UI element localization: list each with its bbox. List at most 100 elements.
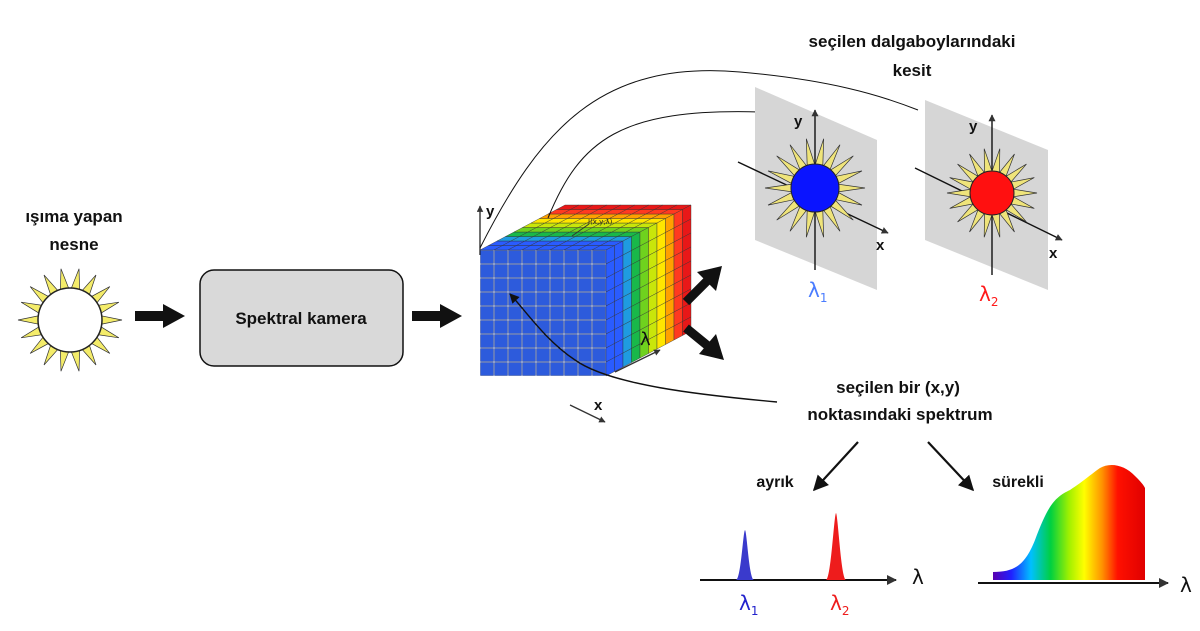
cube-front-cell bbox=[592, 320, 606, 334]
cube-front-cell bbox=[550, 334, 564, 348]
cube-front-cell bbox=[550, 362, 564, 376]
cube-front-cell bbox=[536, 362, 550, 376]
slice2-x-label: x bbox=[1049, 245, 1058, 262]
cube-front-cell bbox=[564, 278, 578, 292]
cube-front-cell bbox=[522, 348, 536, 362]
cube-front-cell bbox=[564, 250, 578, 264]
cube-front-cell bbox=[494, 362, 508, 376]
slices-title-line2: kesit bbox=[893, 61, 932, 80]
slice-panel-lambda2: y x λ2 bbox=[914, 100, 1063, 309]
cube-x-label: x bbox=[594, 397, 603, 414]
cube-front-cell bbox=[508, 334, 522, 348]
discrete-label: ayrık bbox=[756, 474, 793, 491]
slice2-sphere bbox=[969, 170, 1015, 216]
continuous-spectrum-plot: λ bbox=[978, 464, 1192, 597]
cube-front-cell bbox=[578, 250, 592, 264]
cube-front-cell bbox=[508, 306, 522, 320]
cube-front-cell bbox=[536, 250, 550, 264]
cube-front-cell bbox=[536, 264, 550, 278]
cube-front-cell bbox=[494, 334, 508, 348]
arrow-source-to-camera bbox=[135, 304, 185, 328]
cube-lambda-label: λ bbox=[640, 329, 651, 350]
slices-title-line1: seçilen dalgaboylarındaki bbox=[809, 32, 1016, 51]
cube-front-cell bbox=[564, 334, 578, 348]
arrow-to-continuous bbox=[927, 441, 975, 492]
cube-front-cell bbox=[592, 292, 606, 306]
cube-front-cell bbox=[564, 320, 578, 334]
discrete-l2-label: λ2 bbox=[830, 591, 849, 618]
cube-front-cell bbox=[508, 264, 522, 278]
cube-x-axis bbox=[569, 404, 606, 423]
voxel-label: I(x,y,λ) bbox=[588, 218, 613, 226]
cube-front-cell bbox=[522, 334, 536, 348]
arrow-camera-to-cube bbox=[412, 304, 462, 328]
cube-lambda-axis bbox=[614, 349, 661, 373]
cube-front-cell bbox=[550, 348, 564, 362]
slice1-lambda-label: λ1 bbox=[808, 278, 827, 305]
cube-y-label: y bbox=[486, 203, 495, 220]
source-label-line1: ışıma yapan bbox=[25, 207, 122, 226]
link-curve-to-slice-1 bbox=[547, 111, 761, 219]
cube-front-cell bbox=[578, 264, 592, 278]
cube-front-cell bbox=[494, 320, 508, 334]
cube-front-cell bbox=[494, 278, 508, 292]
cube-front-cell bbox=[592, 306, 606, 320]
cube-front-cell bbox=[522, 292, 536, 306]
cube-front-cell bbox=[550, 306, 564, 320]
cube-front-cell bbox=[508, 250, 522, 264]
cube-front-cell bbox=[522, 320, 536, 334]
ray-spike bbox=[17, 315, 41, 325]
cube-front-cell bbox=[494, 250, 508, 264]
cube-front-cell bbox=[494, 306, 508, 320]
discrete-lambda-label: λ bbox=[912, 565, 924, 589]
cube-front-cell bbox=[536, 320, 550, 334]
cube-front-cell bbox=[480, 348, 494, 362]
cube-front-cell bbox=[480, 292, 494, 306]
cube-front-cell bbox=[578, 334, 592, 348]
cube-front-cell bbox=[494, 292, 508, 306]
cube-front-cell bbox=[522, 250, 536, 264]
slice1-sphere bbox=[790, 163, 840, 213]
arrow-to-spectrum bbox=[683, 324, 724, 360]
slice-panel-lambda1: y x λ1 bbox=[737, 87, 889, 305]
cube-front-cell bbox=[480, 306, 494, 320]
cube-front-cell bbox=[508, 348, 522, 362]
spectrum-title-line1: seçilen bir (x,y) bbox=[836, 378, 960, 397]
discrete-peak-lambda1 bbox=[736, 530, 754, 580]
cube-front-cell bbox=[480, 334, 494, 348]
arrow-to-slices bbox=[682, 266, 722, 306]
slice1-y-label: y bbox=[794, 113, 803, 130]
cube-front-cell bbox=[550, 264, 564, 278]
cube-front-cell bbox=[550, 278, 564, 292]
slice2-rays-icon bbox=[946, 148, 1038, 238]
ray-spike bbox=[99, 315, 123, 325]
cube-front-cell bbox=[536, 292, 550, 306]
cube-front-cell bbox=[536, 334, 550, 348]
cube-front-cell bbox=[550, 320, 564, 334]
spectral-camera-box: Spektral kamera bbox=[199, 269, 404, 367]
source-label-line2: nesne bbox=[49, 235, 98, 254]
cube-front-cell bbox=[522, 362, 536, 376]
cube-front-cell bbox=[564, 264, 578, 278]
cube-front-cell bbox=[564, 348, 578, 362]
cube-front-cell bbox=[536, 278, 550, 292]
point-selection-curve-arrow bbox=[509, 293, 778, 403]
continuous-label: sürekli bbox=[992, 474, 1044, 491]
cube-front-cell bbox=[480, 278, 494, 292]
sun-disc-icon bbox=[37, 287, 103, 353]
spectrum-title-line2: noktasındaki spektrum bbox=[807, 405, 992, 424]
continuous-spectrum-fill bbox=[993, 464, 1145, 580]
slice2-lambda-label: λ2 bbox=[979, 282, 998, 309]
slice1-x-label: x bbox=[876, 237, 885, 254]
discrete-l1-label: λ1 bbox=[739, 591, 758, 618]
cube-front-cell bbox=[592, 250, 606, 264]
hyperspectral-cube: y I(x,y,λ) λ x bbox=[476, 203, 692, 423]
cube-front-cell bbox=[508, 278, 522, 292]
cube-front-cell bbox=[592, 264, 606, 278]
cube-front-cell bbox=[508, 320, 522, 334]
cube-front-cell bbox=[494, 348, 508, 362]
radiating-object: ışıma yapan nesne bbox=[17, 207, 123, 372]
cube-front-cell bbox=[480, 362, 494, 376]
discrete-spectrum-plot: λ λ1 λ2 bbox=[700, 513, 924, 618]
cube-front-cell bbox=[550, 250, 564, 264]
